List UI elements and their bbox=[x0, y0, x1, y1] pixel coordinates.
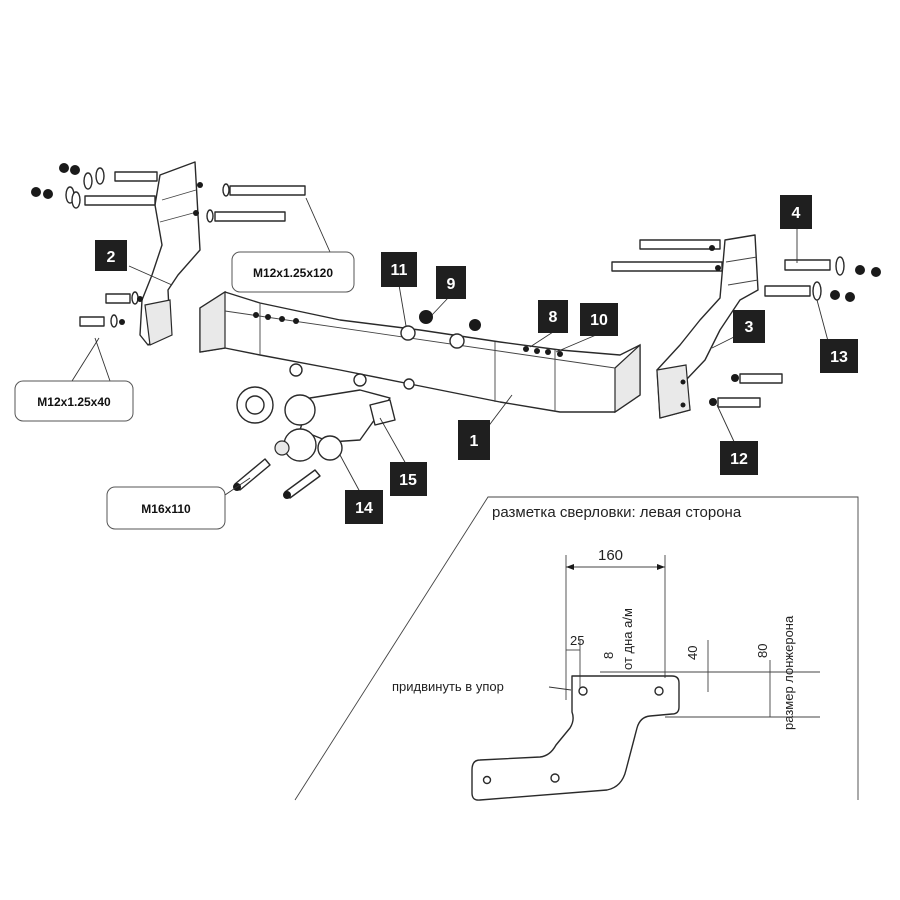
callout-bolt-long-text: M12x1.25x120 bbox=[253, 266, 333, 280]
label-part-4: 4 bbox=[780, 195, 812, 229]
label-part-2: 2 bbox=[95, 240, 127, 271]
dim-8: 8 bbox=[601, 652, 616, 659]
label-push-to-stop: придвинуть в упор bbox=[392, 679, 504, 694]
dim-40: 40 bbox=[685, 646, 700, 660]
label-part-1-text: 1 bbox=[470, 433, 479, 450]
nuts-9-11 bbox=[400, 310, 481, 349]
callout-bolt-short: M12x1.25x40 bbox=[14, 380, 134, 422]
drilling-detail-panel: разметка сверловки: левая сторона 160 25… bbox=[294, 496, 859, 801]
main-crossbeam bbox=[199, 290, 641, 414]
label-part-3: 3 bbox=[733, 310, 765, 343]
drilling-title: разметка сверловки: левая сторона bbox=[492, 504, 742, 521]
left-upper-bolts bbox=[31, 163, 306, 223]
label-part-10: 10 bbox=[580, 303, 618, 336]
label-part-9-text: 9 bbox=[447, 276, 456, 293]
label-part-11-text: 11 bbox=[391, 262, 408, 279]
label-part-13-text: 13 bbox=[830, 349, 848, 366]
right-upper-bolts bbox=[611, 239, 881, 302]
callout-bolt-long: M12x1.25x120 bbox=[231, 251, 355, 293]
callout-bolt-ball-text: M16x110 bbox=[141, 502, 191, 516]
ball-bolts bbox=[233, 458, 321, 499]
label-part-14: 14 bbox=[345, 490, 383, 524]
callout-bolt-ball: M16x110 bbox=[106, 486, 226, 530]
left-bracket bbox=[139, 161, 201, 346]
leader-lines bbox=[71, 197, 829, 496]
washers-8-10 bbox=[523, 346, 563, 357]
dim-25: 25 bbox=[570, 633, 584, 648]
label-part-3-text: 3 bbox=[745, 319, 754, 336]
label-spar-size: размер лонжерона bbox=[781, 615, 796, 730]
tow-ball-assembly bbox=[236, 386, 396, 462]
label-part-15-text: 15 bbox=[399, 472, 417, 489]
label-part-12-text: 12 bbox=[730, 451, 748, 468]
label-part-1: 1 bbox=[458, 420, 490, 460]
label-part-12: 12 bbox=[720, 441, 758, 475]
label-part-9: 9 bbox=[436, 266, 466, 299]
label-part-13: 13 bbox=[820, 339, 858, 373]
label-part-2-text: 2 bbox=[107, 249, 116, 266]
label-part-8: 8 bbox=[538, 300, 568, 333]
dim-160: 160 bbox=[598, 547, 623, 564]
label-part-8-text: 8 bbox=[549, 309, 558, 326]
dim-80: 80 bbox=[755, 644, 770, 658]
label-part-10-text: 10 bbox=[590, 312, 608, 329]
label-part-4-text: 4 bbox=[792, 205, 801, 222]
label-from-bottom: от дна а/м bbox=[620, 608, 635, 670]
label-part-15: 15 bbox=[390, 462, 427, 496]
right-lower-bolts bbox=[680, 373, 783, 408]
label-part-11: 11 bbox=[381, 252, 417, 287]
callout-bolt-short-text: M12x1.25x40 bbox=[37, 395, 111, 409]
left-lower-bolts bbox=[79, 291, 143, 328]
label-part-14-text: 14 bbox=[355, 500, 373, 517]
